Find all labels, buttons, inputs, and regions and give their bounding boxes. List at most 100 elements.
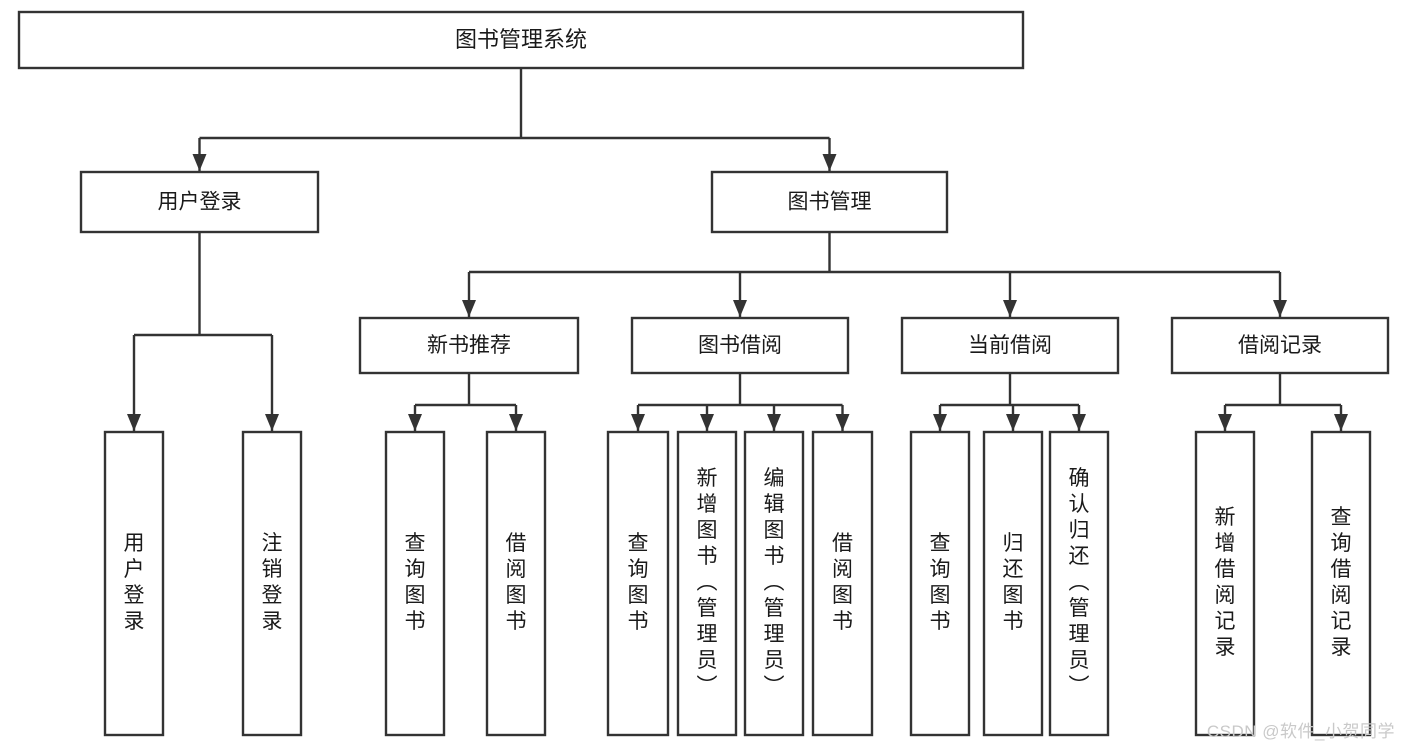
- node-label-char: 图: [930, 584, 951, 607]
- node-label-char: 管: [764, 597, 785, 620]
- node-box: [676, 430, 738, 737]
- node-label-char: 员: [697, 649, 718, 672]
- node-label-char: 增: [1215, 532, 1236, 555]
- node-label-char: 录: [1215, 636, 1236, 659]
- node-label-char: 书: [628, 610, 649, 633]
- node-box: [384, 430, 446, 737]
- node-label: 图书管理: [788, 191, 872, 214]
- node-label: 图书借阅: [698, 334, 782, 357]
- node-label-char: ︵: [1069, 571, 1090, 594]
- node-box: [710, 170, 949, 234]
- node-box: [811, 430, 874, 737]
- arrow-head: [462, 300, 476, 317]
- node-label-char: ︶: [1069, 675, 1090, 698]
- connector-borrow-record-to-leaves: [1218, 373, 1348, 431]
- node-label-char: ︵: [764, 571, 785, 594]
- node-box: [743, 430, 805, 737]
- node-label-char: 图: [697, 519, 718, 542]
- node-label-char: 录: [1331, 636, 1352, 659]
- node-current-borrow[interactable]: 当前借阅: [900, 316, 1120, 375]
- node-label-char: 借: [1331, 558, 1352, 581]
- node-label-char: 借: [506, 532, 527, 555]
- connector-user-login-to-leaves: [127, 232, 279, 431]
- node-label-char: 借: [1215, 558, 1236, 581]
- node-box: [606, 430, 670, 737]
- arrow-head: [265, 414, 279, 431]
- arrow-head: [1003, 300, 1017, 317]
- node-box: [1310, 430, 1372, 737]
- node-box: [1194, 430, 1256, 737]
- node-box: [1170, 316, 1390, 375]
- node-label-char: 管: [697, 597, 718, 620]
- node-box: [79, 170, 320, 234]
- node-label-char: 询: [930, 558, 951, 581]
- node-label-char: 记: [1331, 610, 1352, 633]
- node-label-char: 书: [832, 610, 853, 633]
- node-label-char: 阅: [1331, 584, 1352, 607]
- node-label-char: 编: [764, 467, 785, 490]
- node-label-char: 图: [506, 584, 527, 607]
- node-box: [358, 316, 580, 375]
- node-label-char: 登: [262, 584, 283, 607]
- node-root[interactable]: 图书管理系统: [17, 10, 1025, 70]
- node-book-borrow[interactable]: 图书借阅: [630, 316, 850, 375]
- connector-current-borrow-to-leaves: [933, 373, 1086, 431]
- node-label-char: 阅: [1215, 584, 1236, 607]
- arrow-head: [192, 154, 207, 171]
- arrow-head: [700, 414, 714, 431]
- node-label-char: 图: [832, 584, 853, 607]
- node-label-char: 书: [764, 545, 785, 568]
- arrow-head: [1218, 414, 1232, 431]
- node-box: [1048, 430, 1110, 737]
- node-label-char: 查: [405, 532, 426, 555]
- node-label-char: 新: [1215, 506, 1236, 529]
- arrow-head: [408, 414, 422, 431]
- node-leaf-user-login[interactable]: 用户登录: [103, 430, 165, 737]
- arrow-head: [1334, 414, 1348, 431]
- arrow-head: [767, 414, 781, 431]
- node-label-char: 户: [124, 558, 145, 581]
- node-box: [630, 316, 850, 375]
- arrow-head: [1006, 414, 1020, 431]
- node-user-login[interactable]: 用户登录: [79, 170, 320, 234]
- node-borrow-record[interactable]: 借阅记录: [1170, 316, 1390, 375]
- node-label-char: 员: [1069, 649, 1090, 672]
- node-label-char: 询: [405, 558, 426, 581]
- node-label-char: 图: [628, 584, 649, 607]
- connector-root-to-level1: [192, 68, 837, 171]
- node-label-char: 阅: [832, 558, 853, 581]
- node-label-char: 销: [262, 558, 283, 581]
- node-label: 借阅记录: [1238, 334, 1322, 357]
- node-label-char: 查: [1331, 506, 1352, 529]
- arrow-head: [835, 414, 850, 431]
- node-label-char: 书: [1003, 610, 1024, 633]
- node-label-char: 还: [1069, 545, 1090, 568]
- node-label-char: 新: [697, 467, 718, 490]
- node-box: [241, 430, 303, 737]
- node-book-management[interactable]: 图书管理: [710, 170, 949, 234]
- csdn-watermark: CSDN @软件_小贺同学: [1206, 722, 1395, 741]
- arrow-head: [127, 414, 141, 431]
- node-new-book-recommend[interactable]: 新书推荐: [358, 316, 580, 375]
- node-label-char: 图: [764, 519, 785, 542]
- node-label-char: 借: [832, 532, 853, 555]
- node-label-char: 录: [262, 610, 283, 633]
- node-label-char: 图: [1003, 584, 1024, 607]
- node-label-char: 注: [262, 532, 283, 555]
- node-label-char: 归: [1003, 532, 1024, 555]
- node-label-char: 记: [1215, 610, 1236, 633]
- node-label-char: 查: [628, 532, 649, 555]
- node-label-char: 书: [405, 610, 426, 633]
